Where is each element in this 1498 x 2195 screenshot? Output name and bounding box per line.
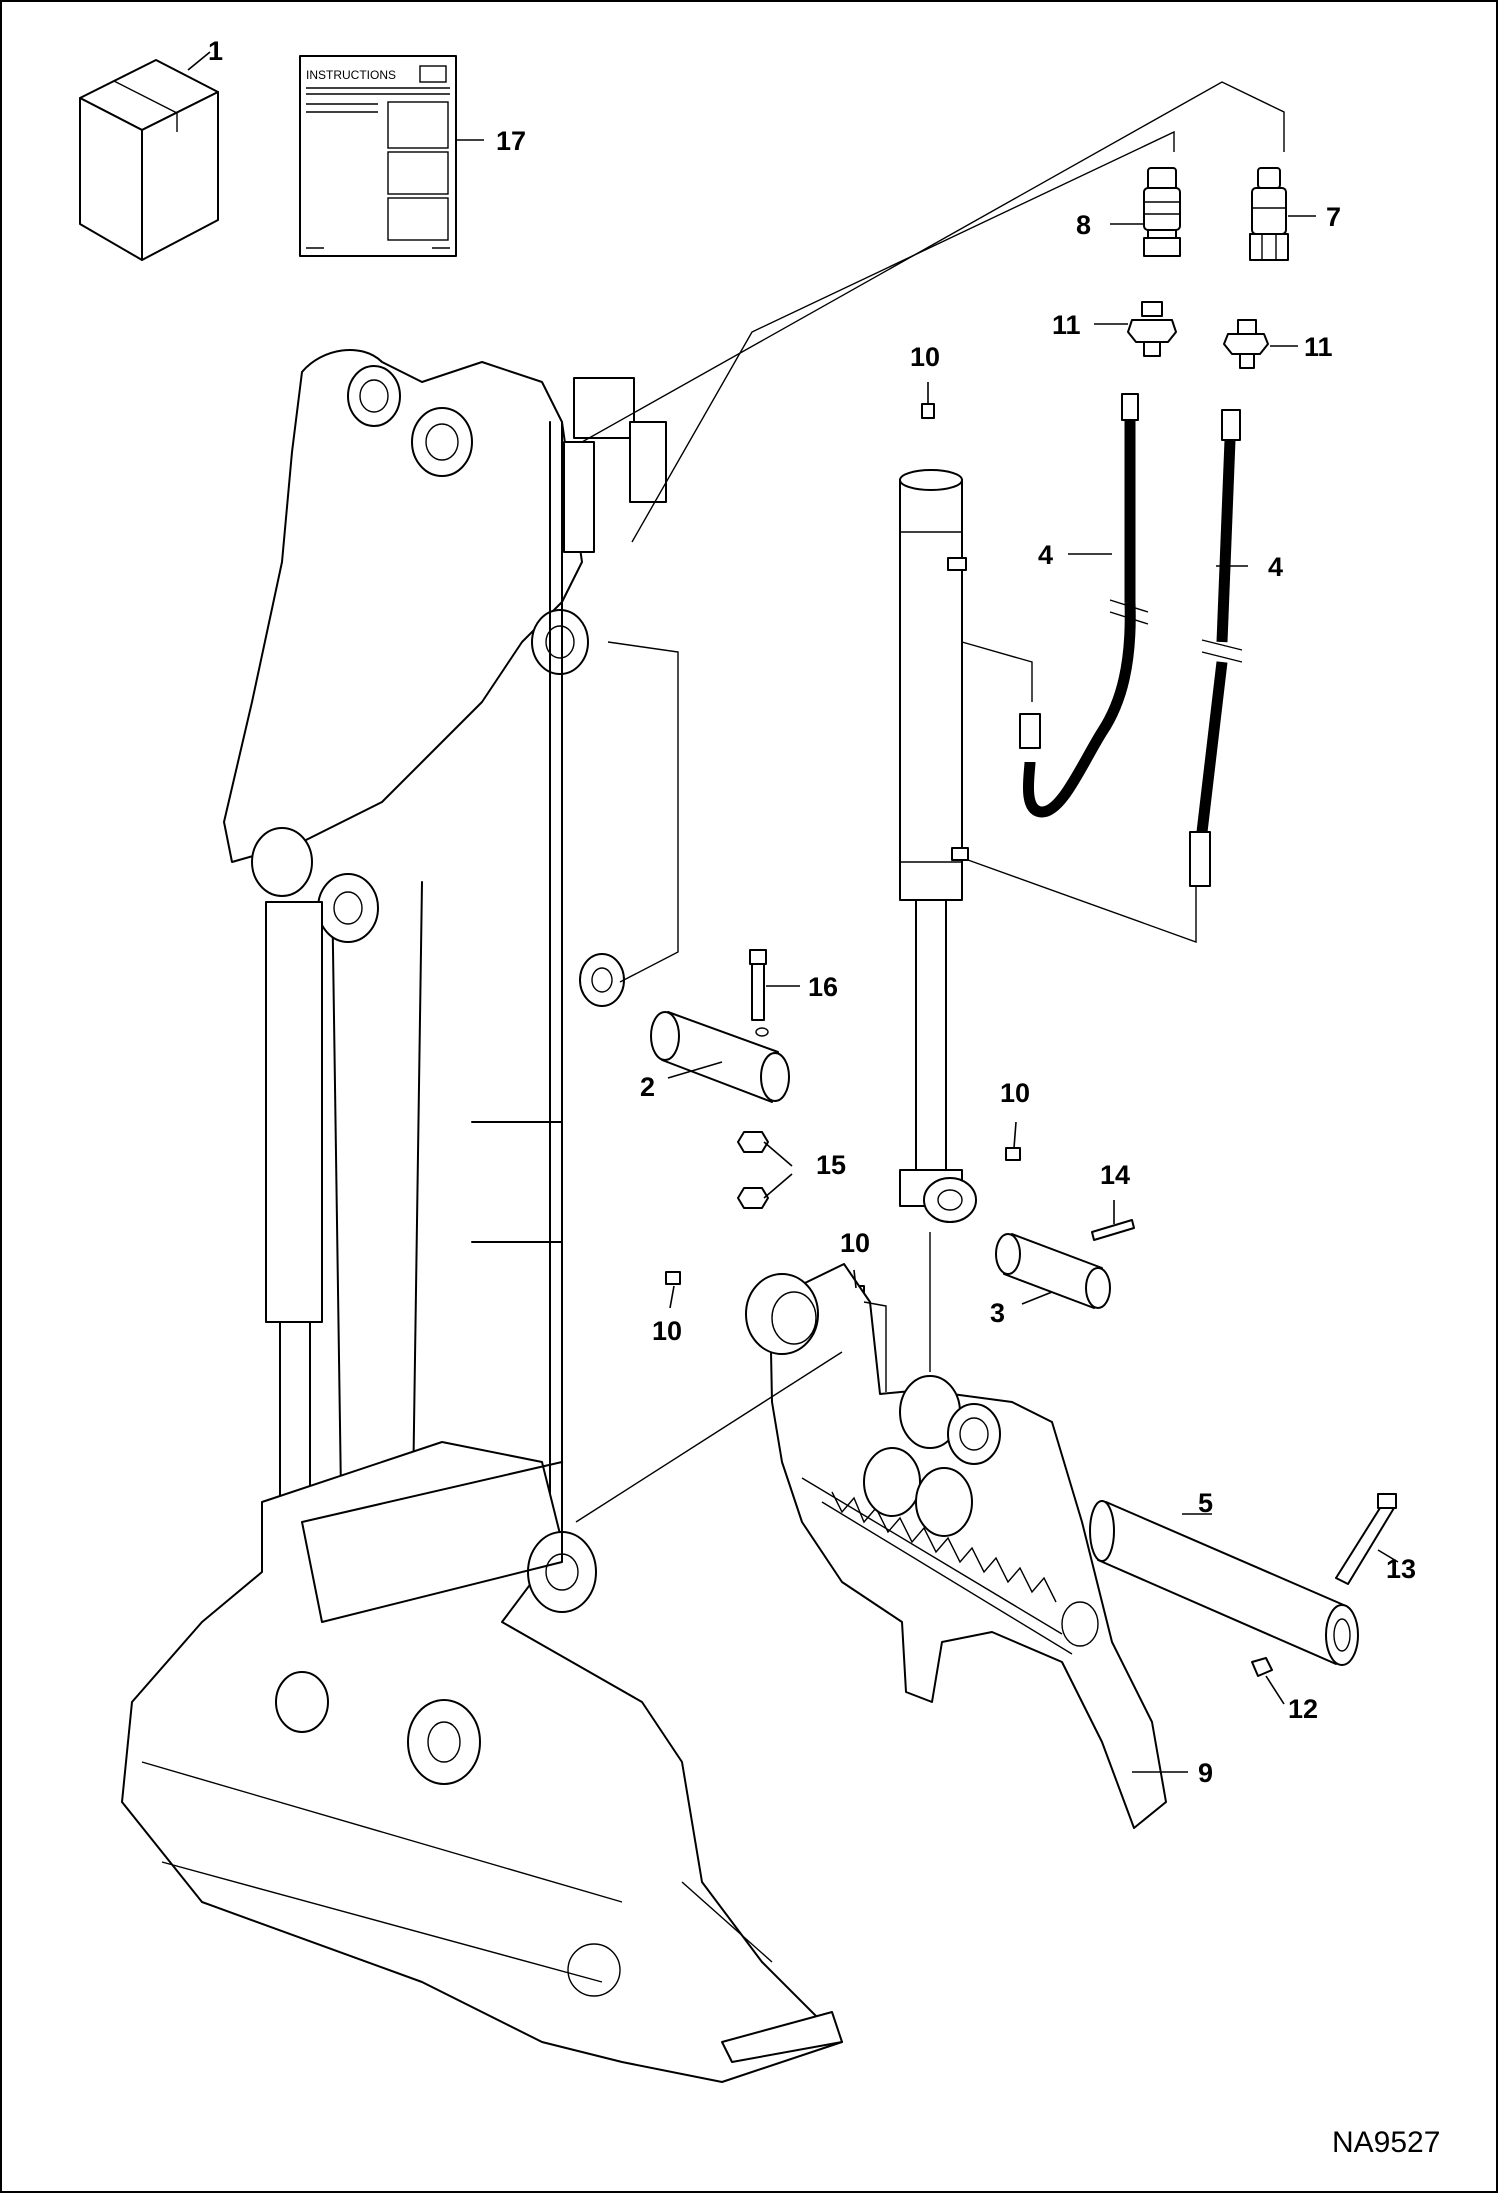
- part-instructions-sheet: INSTRUCTIONS: [299, 55, 457, 257]
- callout-15: 15: [816, 1150, 846, 1180]
- callout-3: 3: [990, 1298, 1005, 1328]
- part-cylinder: [899, 403, 977, 1223]
- callout-10-left: 10: [652, 1316, 682, 1346]
- callout-10-top: 10: [910, 342, 940, 372]
- part-adapter-right: [1223, 319, 1269, 369]
- part-bolt-16: [749, 949, 767, 1021]
- callout-14: 14: [1100, 1160, 1130, 1190]
- part-adapter-left: [1127, 301, 1177, 357]
- part-coupler-female: [1143, 167, 1181, 257]
- callout-10-cylinder: 10: [1000, 1078, 1030, 1108]
- part-nut-12: [1251, 1657, 1273, 1677]
- part-nut-15: [737, 1131, 769, 1209]
- callout-1: 1: [208, 36, 223, 66]
- part-hose-left: [1019, 393, 1149, 818]
- callout-17: 17: [496, 126, 526, 156]
- callout-4-left: 4: [1038, 540, 1053, 570]
- callout-4-right: 4: [1268, 552, 1283, 582]
- part-pin-5: [1089, 1500, 1359, 1666]
- leader-lines: [187, 51, 1399, 1773]
- part-clamp-thumb: [745, 1263, 1167, 1829]
- callouts: 1 17 8 7 11 11 10 4 4 16 2 15 10 14 10 1…: [208, 36, 1416, 1788]
- callout-7: 7: [1326, 202, 1341, 232]
- part-hose-right: [1189, 409, 1243, 887]
- callout-13: 13: [1386, 1554, 1416, 1584]
- document-code: NA9527: [1332, 2126, 1440, 2159]
- part-arm-structure: [223, 348, 667, 1563]
- callout-11-right: 11: [1304, 332, 1333, 362]
- part-roll-pin-14: [1091, 1219, 1135, 1241]
- instructions-label: INSTRUCTIONS: [306, 68, 396, 82]
- callout-11-left: 11: [1052, 310, 1081, 340]
- part-bucket: [121, 1441, 843, 2083]
- callout-16: 16: [808, 972, 838, 1002]
- part-pin-2: [650, 1011, 790, 1103]
- part-box: [79, 59, 219, 261]
- callout-8: 8: [1076, 210, 1091, 240]
- callout-2: 2: [640, 1072, 655, 1102]
- part-pin-3: [995, 1233, 1111, 1309]
- callout-5: 5: [1198, 1488, 1213, 1518]
- callout-9: 9: [1198, 1758, 1213, 1788]
- callout-10-thumb: 10: [840, 1228, 870, 1258]
- part-bolt-13: [1335, 1493, 1397, 1585]
- hydraulic-routing: [575, 81, 1285, 1523]
- callout-12: 12: [1288, 1694, 1318, 1724]
- part-coupler-male: [1249, 167, 1289, 261]
